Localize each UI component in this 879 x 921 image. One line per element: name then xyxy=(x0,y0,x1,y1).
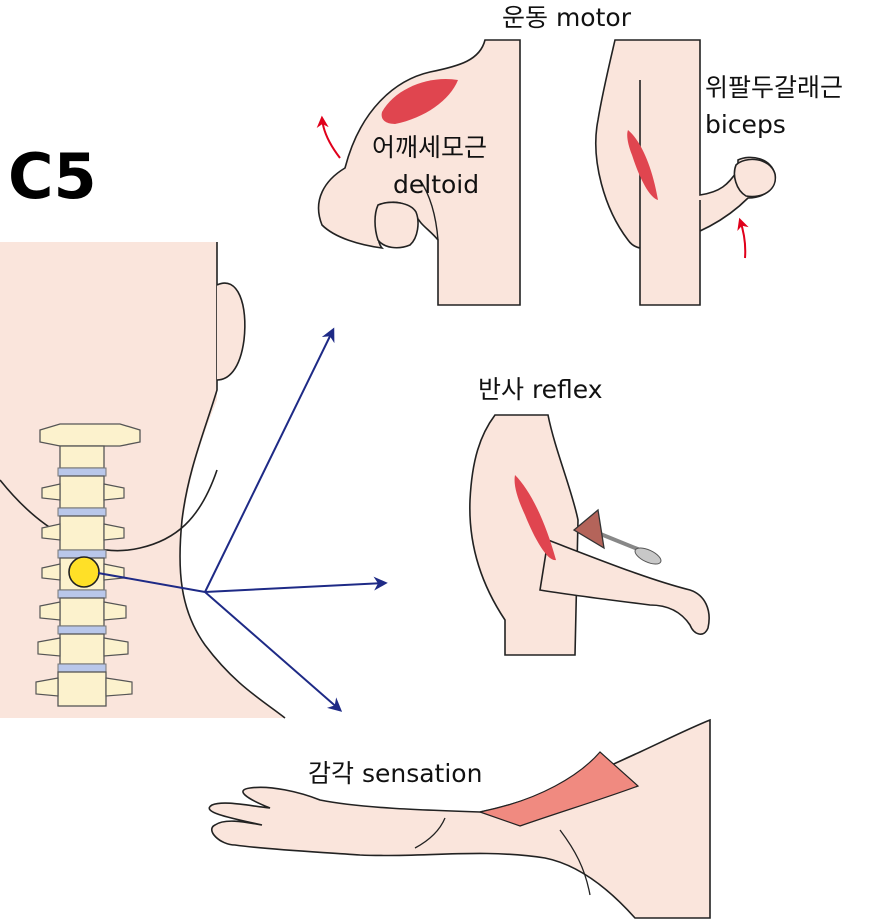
fist-right xyxy=(733,158,777,198)
reflex-forearm xyxy=(539,538,710,635)
transverse-process xyxy=(35,677,133,697)
sensation-skin-crease xyxy=(559,829,591,896)
disc xyxy=(57,467,107,477)
biceps-motion-arrow xyxy=(737,217,749,259)
nerve-line xyxy=(97,572,206,593)
motor-label: 운동 motor xyxy=(502,3,632,32)
vertebra-body-c6 xyxy=(59,597,105,627)
head-outline xyxy=(0,469,218,552)
vertebra-body-c2 xyxy=(59,445,105,469)
vertebra-body-t1 xyxy=(57,671,107,707)
deltoid-figure xyxy=(316,39,521,306)
reflex-biceps-muscle xyxy=(514,475,556,561)
neck-outline xyxy=(179,242,286,719)
vertebra-body-c7 xyxy=(59,633,105,665)
disc xyxy=(57,589,107,599)
fist-left xyxy=(374,201,419,249)
sensation-arm xyxy=(208,718,711,919)
transverse-process xyxy=(39,601,127,621)
nerve-pathways xyxy=(97,327,388,712)
reflex-arm xyxy=(469,414,579,656)
transverse-process xyxy=(41,523,125,541)
sensation-label: 감각 sensation xyxy=(308,759,482,788)
disc xyxy=(57,625,107,635)
reflex-figure xyxy=(469,414,710,656)
deltoid-label-ko: 어깨세모근 xyxy=(372,133,487,162)
transverse-process xyxy=(37,637,129,657)
biceps-label-en: biceps xyxy=(705,110,786,139)
disc xyxy=(57,507,107,517)
sensation-figure xyxy=(208,718,711,919)
c5-dermatome-band xyxy=(477,751,640,827)
reflex-hammer-tip xyxy=(634,547,662,565)
reflex-label: 반사 reflex xyxy=(478,375,603,404)
deltoid-label-en: deltoid xyxy=(393,170,479,199)
torso-right xyxy=(639,80,701,306)
neck-back-view xyxy=(0,242,286,719)
page-title: C5 xyxy=(8,140,97,213)
sensation-elbow-crease xyxy=(414,817,446,849)
arrow-to-sensation xyxy=(204,591,343,712)
c5-nerve-root xyxy=(68,556,100,588)
vertebra-body-c4 xyxy=(59,515,105,551)
transverse-process xyxy=(41,483,125,501)
arrow-to-motor xyxy=(204,327,335,593)
vertebra-c2 xyxy=(39,423,141,447)
deltoid-motion-arrow xyxy=(316,115,341,159)
biceps-muscle xyxy=(627,130,658,200)
disc xyxy=(57,663,107,673)
armpit-line xyxy=(419,179,439,241)
arrow-to-reflex xyxy=(204,576,388,593)
vertebra-body-c3 xyxy=(59,475,105,509)
biceps-label-ko: 위팔두갈래근 xyxy=(705,73,843,102)
ear xyxy=(216,282,246,381)
deltoid-muscle xyxy=(381,78,458,124)
biceps-figure xyxy=(595,39,777,306)
reflex-hammer-head xyxy=(572,508,605,550)
